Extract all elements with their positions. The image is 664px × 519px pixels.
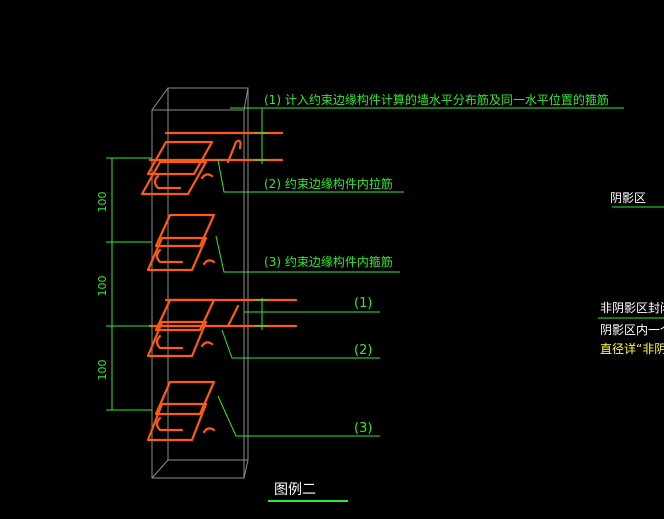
note-non-shadow-3: 直径详“非阴影 <box>600 341 664 356</box>
note-non-shadow-1: 非阴影区封闭 <box>600 301 664 315</box>
rebar-group-1 <box>140 131 284 196</box>
note-non-shadow-2: 阴影区内一个 <box>600 323 664 337</box>
annotation-short-2: (2) <box>354 343 372 358</box>
annotation-2: (2) 约束边缘构件内拉筋 <box>264 176 393 191</box>
dimension-label-3: 100 <box>96 360 109 381</box>
annotation-1: (1) 计入约束边缘构件计算的墙水平分布筋及同一水平位置的箍筋 <box>264 92 609 107</box>
dimension-label-1: 100 <box>96 192 109 213</box>
rebar-group-4 <box>146 380 216 442</box>
dimension-labels: 100 100 100 <box>96 192 109 381</box>
dimension-label-2: 100 <box>96 276 109 297</box>
annotation-short-3: (3) <box>354 421 372 436</box>
note-shadow-zone: 阴影区 <box>610 191 646 205</box>
annotation-short-1: (1) <box>354 296 372 311</box>
rebar-group-3 <box>146 298 298 358</box>
legend-title: 图例二 <box>274 482 316 498</box>
annotation-3: (3) 约束边缘构件内箍筋 <box>264 254 393 269</box>
column-outline <box>151 87 249 479</box>
rebar-group-2 <box>146 213 216 272</box>
leader-lines <box>215 107 664 437</box>
dimension-lines <box>106 157 152 411</box>
